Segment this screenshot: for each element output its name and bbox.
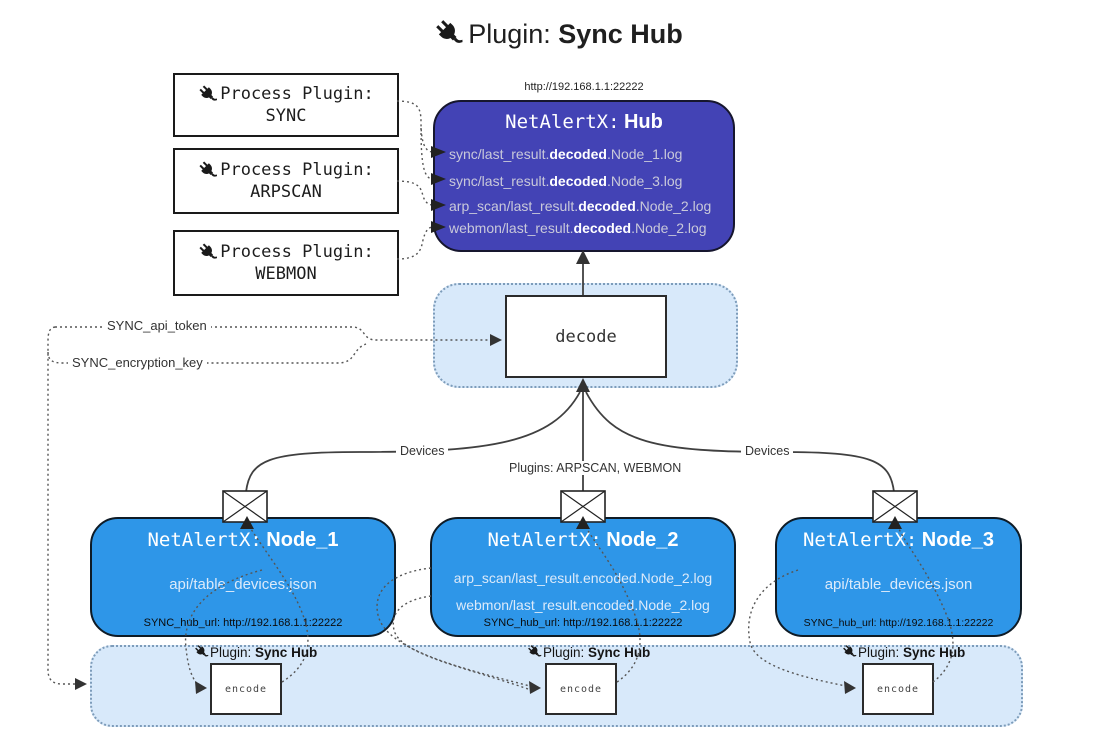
node-file: arp_scan/last_result.encoded.Node_2.log … <box>453 570 713 613</box>
arpscan-to-hub-link <box>396 180 434 206</box>
sync-encryption-key-label: SYNC_encryption_key <box>68 355 207 370</box>
hub-log-line: webmon/last_result.decoded.Node_2.log <box>449 220 707 236</box>
arrowhead-right <box>75 678 87 690</box>
title-name: Sync Hub <box>558 19 683 49</box>
encode-box-2: encode <box>545 663 617 715</box>
node-title: NetAlertX: Node_1 <box>147 529 339 551</box>
encode-badge: Plugin: Sync Hub <box>527 644 650 660</box>
process-plugin-name: WEBMON <box>255 264 317 284</box>
node-2-box: NetAlertX: Node_2 arp_scan/last_result.e… <box>430 517 736 637</box>
hub-title: NetAlertX: Hub <box>435 111 733 141</box>
process-plugin-label: Process Plugin: <box>220 160 374 180</box>
plugins-mid-label: Plugins: ARPSCAN, WEBMON <box>505 461 686 475</box>
node-hub-url: SYNC_hub_url: http://192.168.1.1:22222 <box>143 617 343 629</box>
node-file: api/table_devices.json <box>169 576 317 593</box>
node-title: NetAlertX: Node_3 <box>802 529 995 551</box>
decode-label: decode <box>555 326 617 347</box>
node-hub-url: SYNC_hub_url: http://192.168.1.1:22222 <box>483 617 683 629</box>
process-plugin-label: Process Plugin: <box>220 242 374 262</box>
node-hub-url: SYNC_hub_url: http://192.168.1.1:22222 <box>803 617 994 629</box>
hub-log-line: sync/last_result.decoded.Node_1.log <box>449 146 683 162</box>
sync-to-hub-link2 <box>420 127 434 180</box>
process-plugin-sync: Process Plugin: SYNC <box>173 73 399 137</box>
node-1-box: NetAlertX: Node_1 api/table_devices.json… <box>90 517 396 637</box>
hub-log-line: sync/last_result.decoded.Node_3.log <box>449 173 683 189</box>
process-plugin-arpscan: Process Plugin: ARPSCAN <box>173 148 399 214</box>
process-plugin-webmon: Process Plugin: WEBMON <box>173 230 399 296</box>
plug-icon <box>527 644 542 659</box>
devices-right-label: Devices <box>741 444 794 458</box>
plug-icon <box>198 84 218 104</box>
hub-box: NetAlertX: Hub sync/last_result.decoded.… <box>433 100 735 252</box>
hub-url-label: http://192.168.1.1:22222 <box>524 81 644 93</box>
node-file: api/table_devices.json <box>824 576 973 593</box>
plug-icon <box>842 644 857 659</box>
process-plugin-label: Process Plugin: <box>220 84 374 104</box>
encode-badge: Plugin: Sync Hub <box>842 644 965 660</box>
title-prefix: Plugin: <box>468 19 551 49</box>
plug-icon <box>434 18 464 48</box>
encode-box-1: encode <box>210 663 282 715</box>
process-plugin-name: ARPSCAN <box>250 182 322 202</box>
plug-icon <box>198 242 218 262</box>
arrowhead-up <box>576 250 590 264</box>
sync-to-hub-link <box>396 100 434 153</box>
plug-icon <box>194 644 209 659</box>
node1-to-decode-curve <box>245 391 581 493</box>
hub-log-line: arp_scan/last_result.decoded.Node_2.log <box>449 198 712 214</box>
process-plugin-name: SYNC <box>265 106 307 126</box>
decode-box: decode <box>505 295 667 378</box>
devices-left-label: Devices <box>396 444 449 458</box>
key-to-encoders-link <box>47 326 78 685</box>
encode-badge: Plugin: Sync Hub <box>194 644 317 660</box>
plug-icon <box>198 160 218 180</box>
node-3-box: NetAlertX: Node_3 api/table_devices.json… <box>775 517 1022 637</box>
node-title: NetAlertX: Node_2 <box>487 529 679 551</box>
hub-title-prefix: NetAlertX: <box>505 111 620 133</box>
webmon-to-hub-link <box>396 226 434 260</box>
hub-title-name: Hub <box>623 111 663 133</box>
sync-api-token-label: SYNC_api_token <box>103 318 211 333</box>
encode-box-3: encode <box>862 663 934 715</box>
node3-to-decode-curve <box>585 391 895 493</box>
diagram-title: Plugin: Sync Hub <box>0 18 1117 50</box>
